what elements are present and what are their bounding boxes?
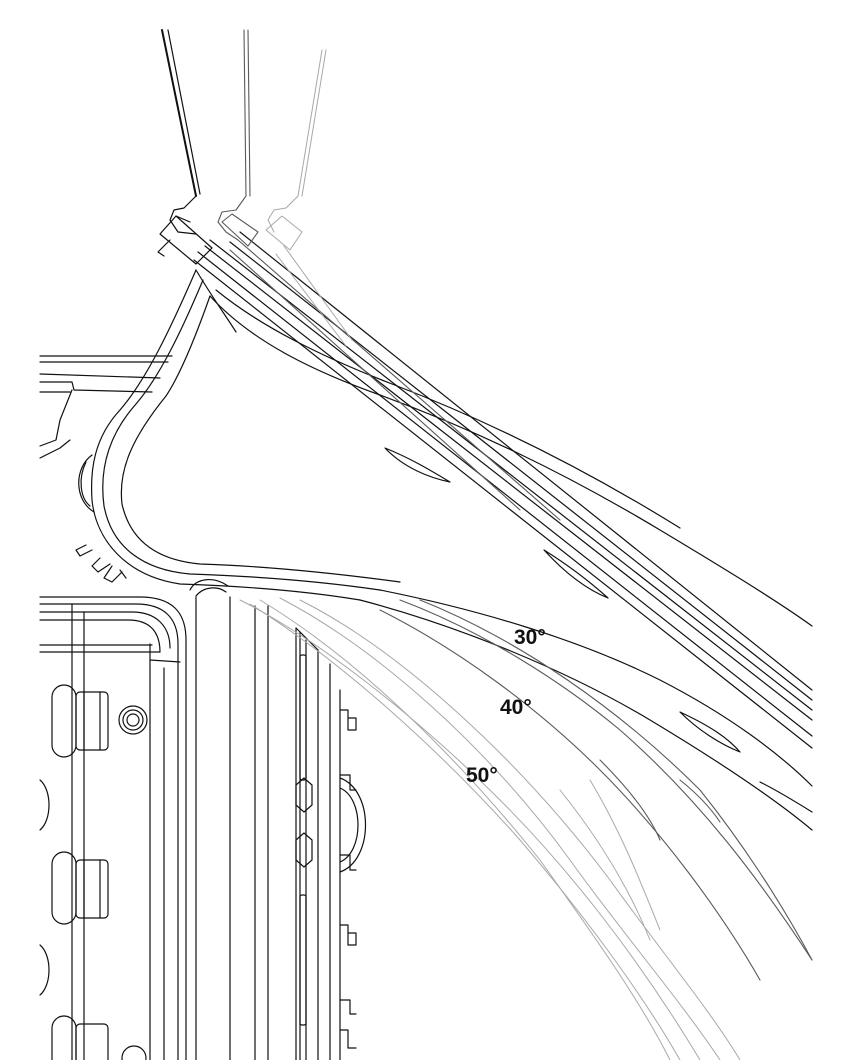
angle-label-40: 40° [500,696,532,719]
cabinet-knob [51,1015,109,1060]
arm-50 [239,49,741,1060]
cabinet-wall [39,355,269,1060]
arm-30 [157,29,813,831]
center-rail [295,627,367,1060]
screw-icon [118,705,148,735]
cabinet-knob [51,684,109,758]
arm-40 [217,29,813,981]
hinge-body [91,269,813,627]
screw-icon [121,1045,147,1060]
cabinet-knob [51,851,109,925]
angle-label-30: 30° [514,626,546,649]
angle-label-50: 50° [466,764,498,787]
